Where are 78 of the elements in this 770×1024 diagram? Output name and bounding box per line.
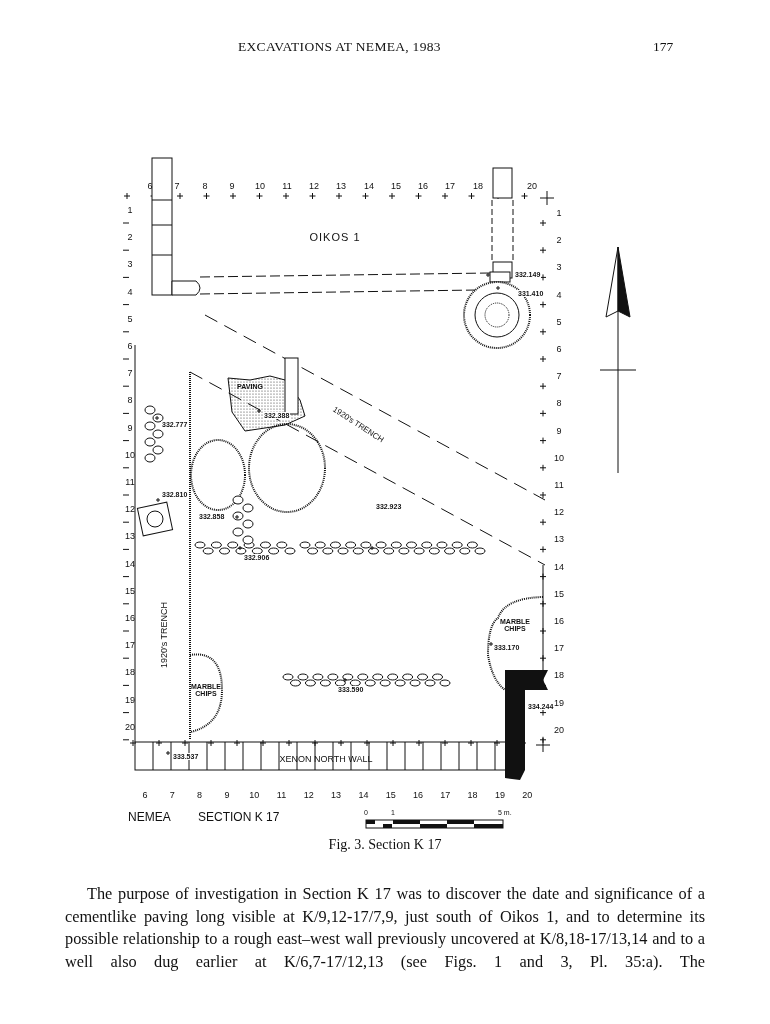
grid-number: 7	[127, 368, 133, 378]
grid-number: 2	[127, 232, 133, 242]
grid-number: 1	[556, 208, 562, 218]
grid-number: 5	[127, 314, 133, 324]
grid-number: 18	[467, 790, 478, 800]
grid-number: 10	[554, 453, 564, 463]
grid-number: 18	[125, 667, 135, 677]
grid-number: 14	[358, 790, 369, 800]
grid-number: 12	[309, 181, 319, 191]
grid-number: 19	[554, 698, 564, 708]
grid-number: 19	[494, 790, 505, 800]
grid-number: 16	[413, 790, 423, 800]
grid-number: 11	[282, 181, 292, 191]
grid-number: 17	[554, 643, 564, 653]
grid-number: 6	[556, 344, 562, 354]
grid-number: 2	[556, 235, 562, 245]
figure-caption: Fig. 3. Section K 17	[328, 838, 442, 852]
grid-number: 17	[125, 640, 135, 650]
grid-number: 20	[554, 725, 564, 735]
grid-number: 10	[249, 790, 260, 800]
grid-number: 8	[202, 181, 208, 191]
grid-number: 7	[174, 181, 180, 191]
grid-number: 15	[554, 589, 564, 599]
area-label: 1920's TRENCH	[159, 601, 169, 669]
grid-number: 16	[554, 616, 564, 626]
grid-number: 1	[127, 205, 133, 215]
plan-title: SECTION K 17	[198, 811, 280, 823]
grid-number: 17	[445, 181, 455, 191]
grid-number: 9	[127, 423, 133, 433]
grid-number: 6	[147, 181, 153, 191]
grid-number: 20	[522, 790, 533, 800]
area-label: XENON NORTH WALL	[279, 754, 373, 764]
grid-number: 7	[556, 371, 562, 381]
grid-number: 5	[556, 317, 562, 327]
grid-number: 13	[336, 181, 346, 191]
grid-number: 4	[556, 290, 562, 300]
grid-number: 12	[554, 507, 564, 517]
plan-title: NEMEA	[128, 811, 171, 823]
grid-number: 15	[125, 586, 135, 596]
area-label: OIKOS 1	[309, 231, 361, 243]
page-number: 177	[653, 40, 674, 54]
grid-number: 11	[125, 477, 135, 487]
running-head: EXCAVATIONS AT NEMEA, 1983	[238, 40, 441, 54]
grid-number: 20	[125, 722, 135, 732]
grid-number: 11	[554, 480, 564, 490]
grid-number: 6	[142, 790, 148, 800]
grid-number: 8	[556, 398, 562, 408]
grid-number: 10	[255, 181, 265, 191]
grid-number: 3	[127, 259, 133, 269]
grid-number: 18	[554, 670, 564, 680]
grid-number: 9	[556, 426, 562, 436]
grid-number: 4	[127, 287, 133, 297]
grid-number: 17	[440, 790, 451, 800]
grid-number: 14	[554, 562, 564, 572]
grid-number: 3	[556, 262, 562, 272]
grid-number: 13	[554, 534, 564, 544]
grid-number: 6	[127, 341, 133, 351]
grid-number: 7	[169, 790, 175, 800]
grid-number: 8	[127, 395, 133, 405]
grid-number: 13	[125, 531, 135, 541]
grid-number: 20	[527, 181, 537, 191]
grid-number: 12	[303, 790, 314, 800]
grid-number: 16	[125, 613, 135, 623]
grid-number: 15	[391, 181, 401, 191]
grid-number: 9	[224, 790, 230, 800]
grid-number: 11	[276, 790, 287, 800]
grid-number: 19	[125, 695, 135, 705]
grid-number: 8	[197, 790, 203, 800]
body-paragraph: The purpose of investigation in Section K 17 was to discover the date and significance of a cementlike paving long visible at K/9,12-17/7,9, just south of Oikos 1, and to determine its possible relationship to a rough east–west wall previously uncovered at K/8,18-17/13,14 and to a well also dug earlier at K/6,7-17/12,13 (see Figs. 1 and 3, Pl. 35:a). The	[65, 883, 705, 973]
grid-number: 9	[229, 181, 235, 191]
grid-number: 15	[385, 790, 396, 800]
grid-number: 16	[418, 181, 428, 191]
grid-number: 12	[125, 504, 135, 514]
grid-number: 14	[364, 181, 374, 191]
grid-number: 14	[125, 559, 135, 569]
grid-number: 13	[331, 790, 342, 800]
grid-number: 10	[125, 450, 135, 460]
grid-number: 18	[473, 181, 483, 191]
